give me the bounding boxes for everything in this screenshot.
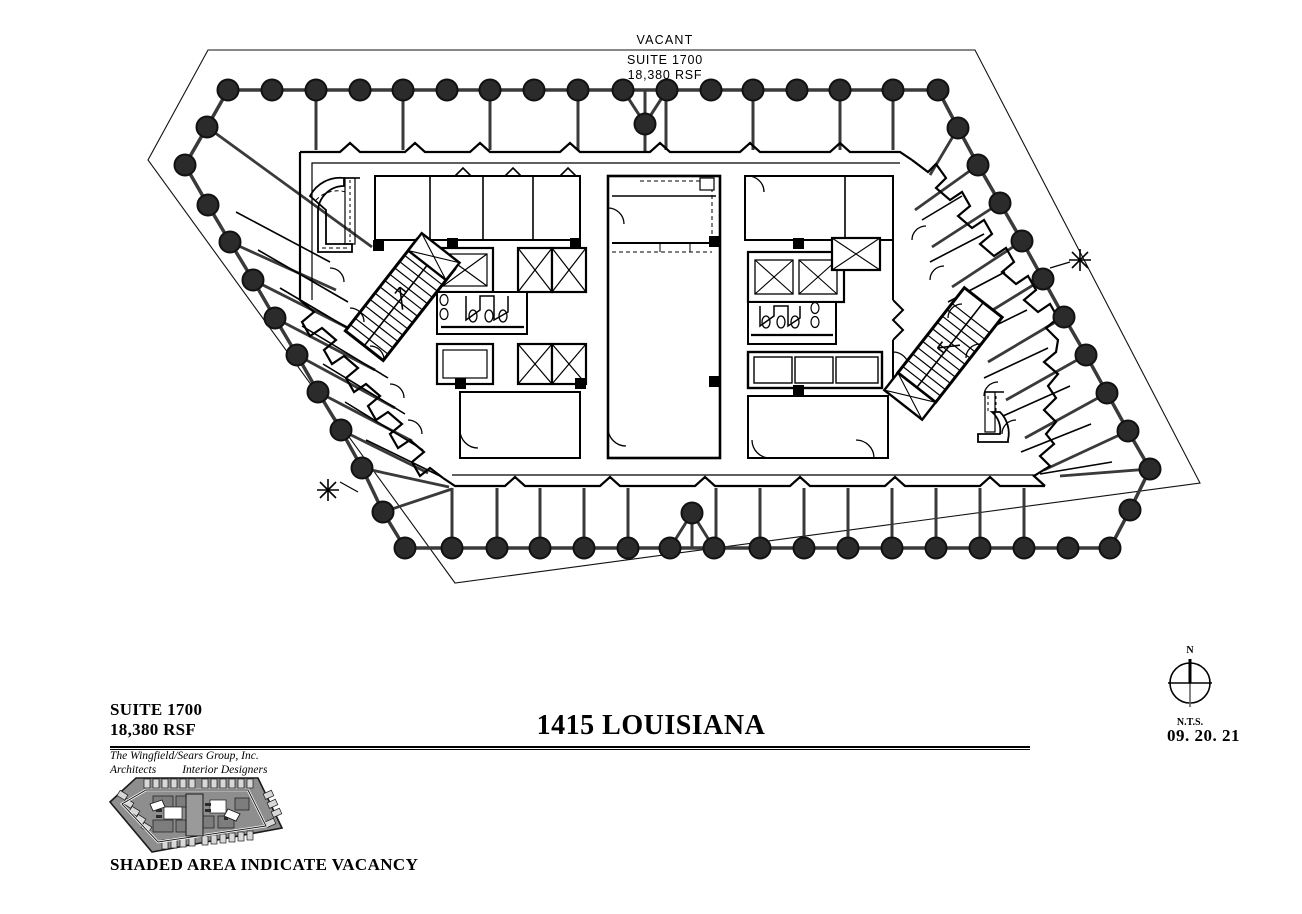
title-rule-lower xyxy=(110,749,1030,750)
north-arrow-graphic xyxy=(1168,659,1212,707)
suite-area-label: 18,380 RSF xyxy=(110,720,197,739)
stairwell-left xyxy=(343,231,462,363)
core-central-room xyxy=(606,174,722,460)
plan-annotation-vacant: VACANT xyxy=(636,33,694,47)
vacant-suite-boundary xyxy=(298,141,1060,488)
star-marker-right xyxy=(1049,248,1092,272)
key-plan-graphic xyxy=(108,777,284,853)
firm-role-designers: Interior Designers xyxy=(182,763,268,776)
building-outline xyxy=(147,49,1201,584)
star-marker-left xyxy=(316,478,359,502)
firm-roles: Architects Interior Designers xyxy=(110,764,440,778)
reception-curve-right xyxy=(977,391,1010,443)
scale-label: N.T.S. xyxy=(1176,717,1204,728)
plan-annotation-rsf: 18,380 RSF xyxy=(627,68,703,82)
north-arrow: N N.T.S. xyxy=(1150,645,1230,735)
suite-inner-wall xyxy=(311,162,1036,476)
core-left-cluster xyxy=(373,166,588,459)
reception-curve-left xyxy=(308,176,360,253)
door-swings xyxy=(329,225,1017,435)
architect-firm-block: The Wingfield/Sears Group, Inc. Architec… xyxy=(110,750,440,777)
project-title: 1415 LOUISIANA xyxy=(536,710,766,741)
vacancy-legend-label: SHADED AREA INDICATE VACANCY xyxy=(110,855,419,874)
key-plan-thumbnail xyxy=(106,776,286,854)
north-label: N xyxy=(1186,645,1194,656)
sheet-date: 09. 20. 21 xyxy=(1167,726,1240,745)
plan-annotation-suite: SUITE 1700 xyxy=(626,53,704,67)
suite-info-block: SUITE 1700 18,380 RSF xyxy=(110,700,410,740)
firm-name: The Wingfield/Sears Group, Inc. xyxy=(110,750,259,762)
firm-role-architects: Architects xyxy=(110,763,157,776)
perimeter-office-partitions xyxy=(235,195,1113,477)
title-rule-upper xyxy=(110,746,1030,748)
suite-number-label: SUITE 1700 xyxy=(110,700,203,719)
core-right-cluster xyxy=(744,175,910,459)
stairwell-right xyxy=(882,285,1005,422)
